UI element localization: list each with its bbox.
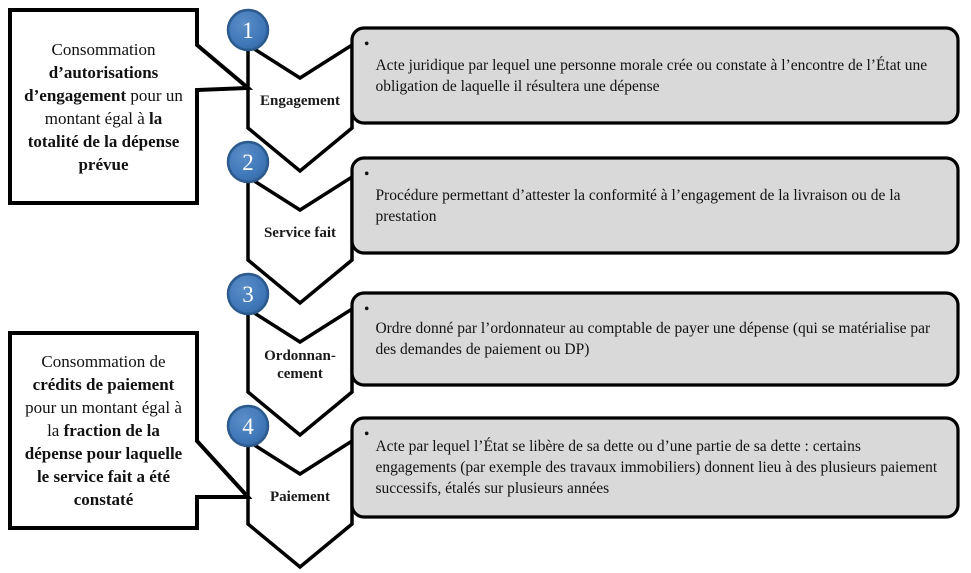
step-description-4-text: Acte par lequel l’État se libère de sa d… — [375, 438, 938, 497]
description-box-2-shape — [350, 156, 960, 255]
callout-2-text: Consommation de crédits de paiement pour… — [10, 333, 197, 528]
bullet-icon: • — [364, 166, 370, 183]
callout-1-text: Consommation d’autorisations d’engagemen… — [10, 10, 197, 203]
step-4-badge-circle — [226, 404, 270, 448]
bullet-icon: • — [364, 426, 370, 443]
description-box-1-shape — [350, 26, 960, 125]
step-description-3: • Ordre donné par l’ordonnateur au compt… — [352, 293, 958, 385]
step-description-2-text: Procédure permettant d’attester la confo… — [375, 186, 901, 225]
step-4-number: 4 — [242, 414, 254, 439]
step-1-number: 1 — [242, 18, 254, 43]
bullet-icon: • — [364, 36, 370, 53]
step-3-number: 3 — [242, 282, 254, 307]
step-2-number: 2 — [242, 150, 254, 175]
description-box-4-shape — [350, 416, 960, 519]
callout-2-paragraph: Consommation de crédits de paiement pour… — [24, 352, 183, 509]
chevron-step-1 — [246, 41, 354, 174]
bullet-icon: • — [364, 301, 370, 318]
description-box-3-shape — [350, 291, 960, 387]
callout-box-2-shape — [8, 331, 253, 530]
step-3-badge-circle — [226, 272, 270, 316]
step-description-4: • Acte par lequel l’État se libère de sa… — [352, 418, 958, 517]
step-description-3-text: Ordre donné par l’ordonnateur au comptab… — [375, 320, 931, 358]
step-2-badge-circle — [226, 140, 270, 184]
step-1-badge-circle — [226, 8, 270, 52]
chevron-step-2 — [246, 173, 354, 306]
chevron-step-3 — [246, 305, 354, 438]
callout-1-paragraph: Consommation d’autorisations d’engagemen… — [24, 39, 183, 174]
chevron-step-4 — [246, 437, 354, 570]
step-description-2: • Procédure permettant d’attester la con… — [352, 158, 958, 253]
step-description-1: • Acte juridique par lequel une personne… — [352, 28, 958, 123]
callout-box-1-shape — [8, 8, 254, 205]
step-description-1-text: Acte juridique par lequel une personne m… — [375, 56, 928, 95]
